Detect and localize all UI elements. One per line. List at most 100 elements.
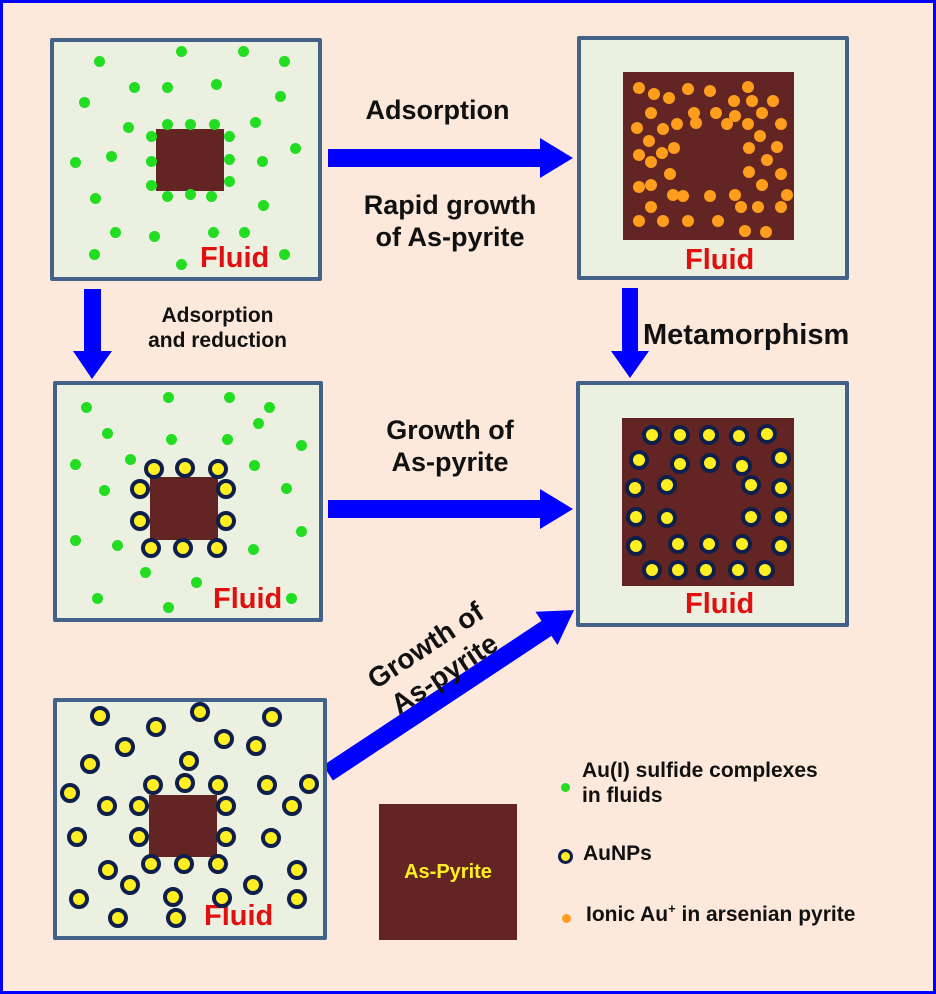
green-complex-dot [90,193,101,204]
label-adsorption-reduction: Adsorption and reduction [130,303,305,353]
aunp-particle [699,425,719,445]
green-complex-dot [146,131,157,142]
green-complex-dot [264,402,275,413]
pyrite-core [156,129,224,191]
aunp-particle [190,702,210,722]
aunp-particle [143,775,163,795]
aunp-particle [261,828,281,848]
ionic-au-dot [645,201,657,213]
ionic-au-dot [657,215,669,227]
ionic-au-dot [752,201,764,213]
green-complex-dot [257,156,268,167]
aunp-particle [771,507,791,527]
aunp-particle [243,875,263,895]
aunp-particle [166,908,186,928]
aunp-particle [141,854,161,874]
green-complex-dot [224,392,235,403]
green-complex-dot [222,434,233,445]
ionic-au-dot [682,215,694,227]
aunp-particle [287,889,307,909]
aunp-particle [144,459,164,479]
green-complex-dot [146,156,157,167]
ionic-au-dot [704,85,716,97]
aunp-particle [741,507,761,527]
ionic-au-dot [633,82,645,94]
ionic-au-dot [677,190,689,202]
green-complex-dot [129,82,140,93]
green-complex-dot [79,97,90,108]
aunp-particle [657,508,677,528]
aunp-particle [670,454,690,474]
green-complex-dot [286,593,297,604]
aunp-particle [115,737,135,757]
green-complex-dot [209,119,220,130]
green-complex-dot [185,119,196,130]
green-complex-dot [89,249,100,260]
green-complex-dot [70,535,81,546]
ionic-au-dot [767,95,779,107]
green-complex-dot [163,602,174,613]
aunp-particle [246,736,266,756]
green-complex-dot [239,227,250,238]
aunp-particle [771,536,791,556]
green-complex-dot [224,131,235,142]
aunp-particle [700,453,720,473]
aunp-particle [141,538,161,558]
ionic-au-dot [746,95,758,107]
label-growth-middle: Growth of As-pyrite [350,414,550,479]
green-complex-dot [123,122,134,133]
green-complex-dot [70,157,81,168]
legend-pyrite-label: As-Pyrite [404,860,492,883]
aunp-particle [282,796,302,816]
ionic-au-dot [775,201,787,213]
label-metamorphism: Metamorphism [643,319,850,351]
green-complex-dot [290,143,301,154]
label-rapid-growth-line1: Rapid growth [363,190,537,220]
aunp-particle [208,459,228,479]
label-rapid-growth-line2: of As-pyrite [375,222,525,253]
legend-item-ionic-au-sup: + [668,901,676,916]
ionic-au-dot [742,81,754,93]
aunp-particle [728,560,748,580]
aunp-particle [625,478,645,498]
label-adsorption: Adsorption [365,95,510,125]
aunp-particle [642,560,662,580]
ionic-au-dot [648,88,660,100]
green-complex-dot [149,231,160,242]
green-complex-dot [94,56,105,67]
aunp-particle [212,888,232,908]
green-complex-dot [162,191,173,202]
ionic-au-dot [645,156,657,168]
arrow-growth-right [328,489,573,529]
legend-item-sulfide-line2: in fluids [582,784,663,808]
aunp-particle [642,425,662,445]
label-adsorption-reduction-line1: Adsorption [161,304,274,327]
ionic-au-dot [690,117,702,129]
ionic-au-dot [743,166,755,178]
aunp-particle [67,827,87,847]
legend-item-sulfide-line1: Au(I) sulfide complexes [582,759,818,782]
ionic-au-dot [756,107,768,119]
aunp-particle [208,854,228,874]
ionic-au-dot [710,107,722,119]
aunp-particle [668,534,688,554]
aunp-particle [175,773,195,793]
aunp-particle [216,511,236,531]
pyrite-grain [622,418,794,586]
aunp-particle [771,448,791,468]
green-complex-dot [208,227,219,238]
aunp-particle [626,536,646,556]
ionic-au-dot [664,168,676,180]
aunp-particle [732,534,752,554]
ionic-au-dot [729,189,741,201]
aunp-particle [299,774,319,794]
green-complex-dot [279,249,290,260]
ionic-au-dot [735,201,747,213]
aunp-particle [130,479,150,499]
green-complex-dot [162,82,173,93]
ionic-au-dot [645,107,657,119]
green-complex-dot [206,191,217,202]
ionic-au-dot [667,189,679,201]
green-complex-dot [224,176,235,187]
aunp-particle [626,507,646,527]
